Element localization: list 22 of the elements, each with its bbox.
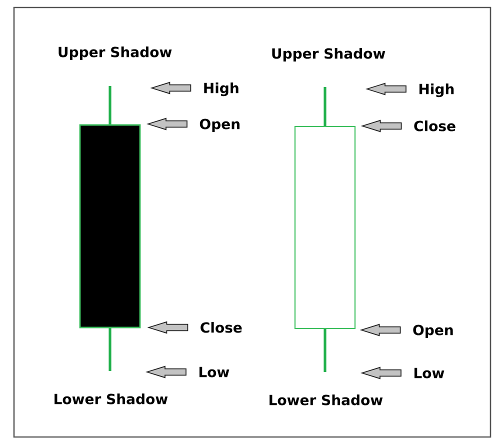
arrow xyxy=(150,82,192,94)
price-label: Low xyxy=(200,366,230,378)
arrow xyxy=(146,118,188,130)
price-label: Open xyxy=(413,324,453,338)
shadow-label: Upper Shadow xyxy=(272,48,386,62)
price-label: High xyxy=(420,83,454,98)
arrow xyxy=(146,366,186,378)
arrow xyxy=(366,82,406,96)
price-label: Close xyxy=(414,120,456,132)
arrow xyxy=(360,324,401,336)
arrow xyxy=(360,120,402,132)
price-label: Open xyxy=(200,118,240,132)
arrow xyxy=(147,321,188,334)
candle-body xyxy=(79,124,141,328)
arrow xyxy=(360,366,402,380)
candle-body xyxy=(294,126,356,330)
price-label: Low xyxy=(414,368,444,378)
shadow-label: Lower Shadow xyxy=(54,393,168,404)
shadow-label: Upper Shadow xyxy=(58,46,172,60)
price-label: Close xyxy=(200,322,242,333)
price-label: High xyxy=(204,82,238,96)
shadow-label: Lower Shadow xyxy=(270,394,383,406)
